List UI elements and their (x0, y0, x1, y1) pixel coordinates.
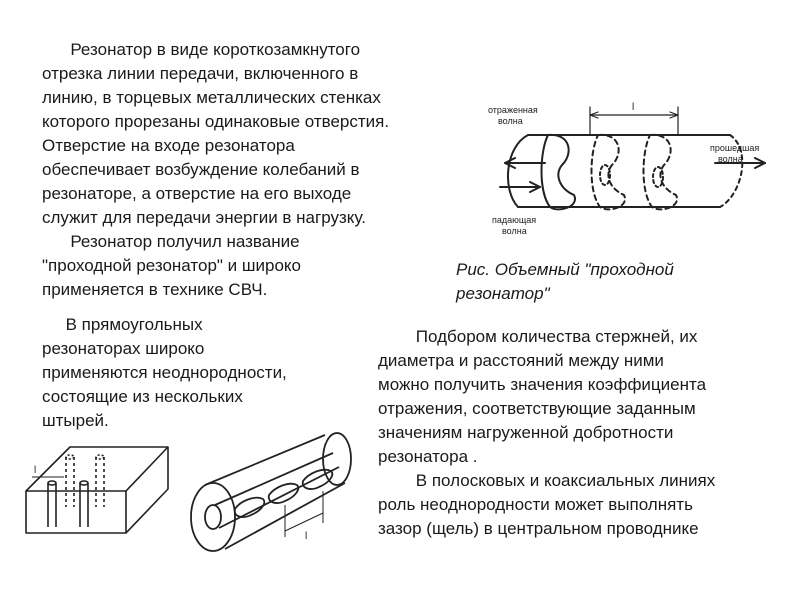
pass-through-resonator-figure: отраженная волна прошедшая волна падающа… (488, 102, 766, 236)
paragraph-rectangular-resonators: В прямоугольных резонаторах широко приме… (42, 315, 287, 430)
label-reflected-wave: отраженная (488, 105, 538, 115)
label-length-coax: l (305, 531, 307, 542)
label-passed-wave-2: волна (718, 154, 743, 164)
paragraph-rod-selection: Подбором количества стержней, их диаметр… (378, 327, 716, 538)
label-length-rect: l (34, 465, 36, 476)
figure-caption: Рис. Объемный "проходной резонатор" (456, 260, 674, 303)
rectangular-waveguide-figure: l (25, 446, 169, 534)
coaxial-line-figure: l (190, 432, 352, 552)
label-reflected-wave-2: волна (498, 116, 523, 126)
label-passed-wave: прошедшая (710, 143, 759, 153)
label-incident-wave-2: волна (502, 226, 527, 236)
label-incident-wave: падающая (492, 215, 536, 225)
label-length-top: l (632, 102, 634, 113)
paragraph-resonator-description: Резонатор в виде короткозамкнутого отрез… (42, 40, 390, 299)
